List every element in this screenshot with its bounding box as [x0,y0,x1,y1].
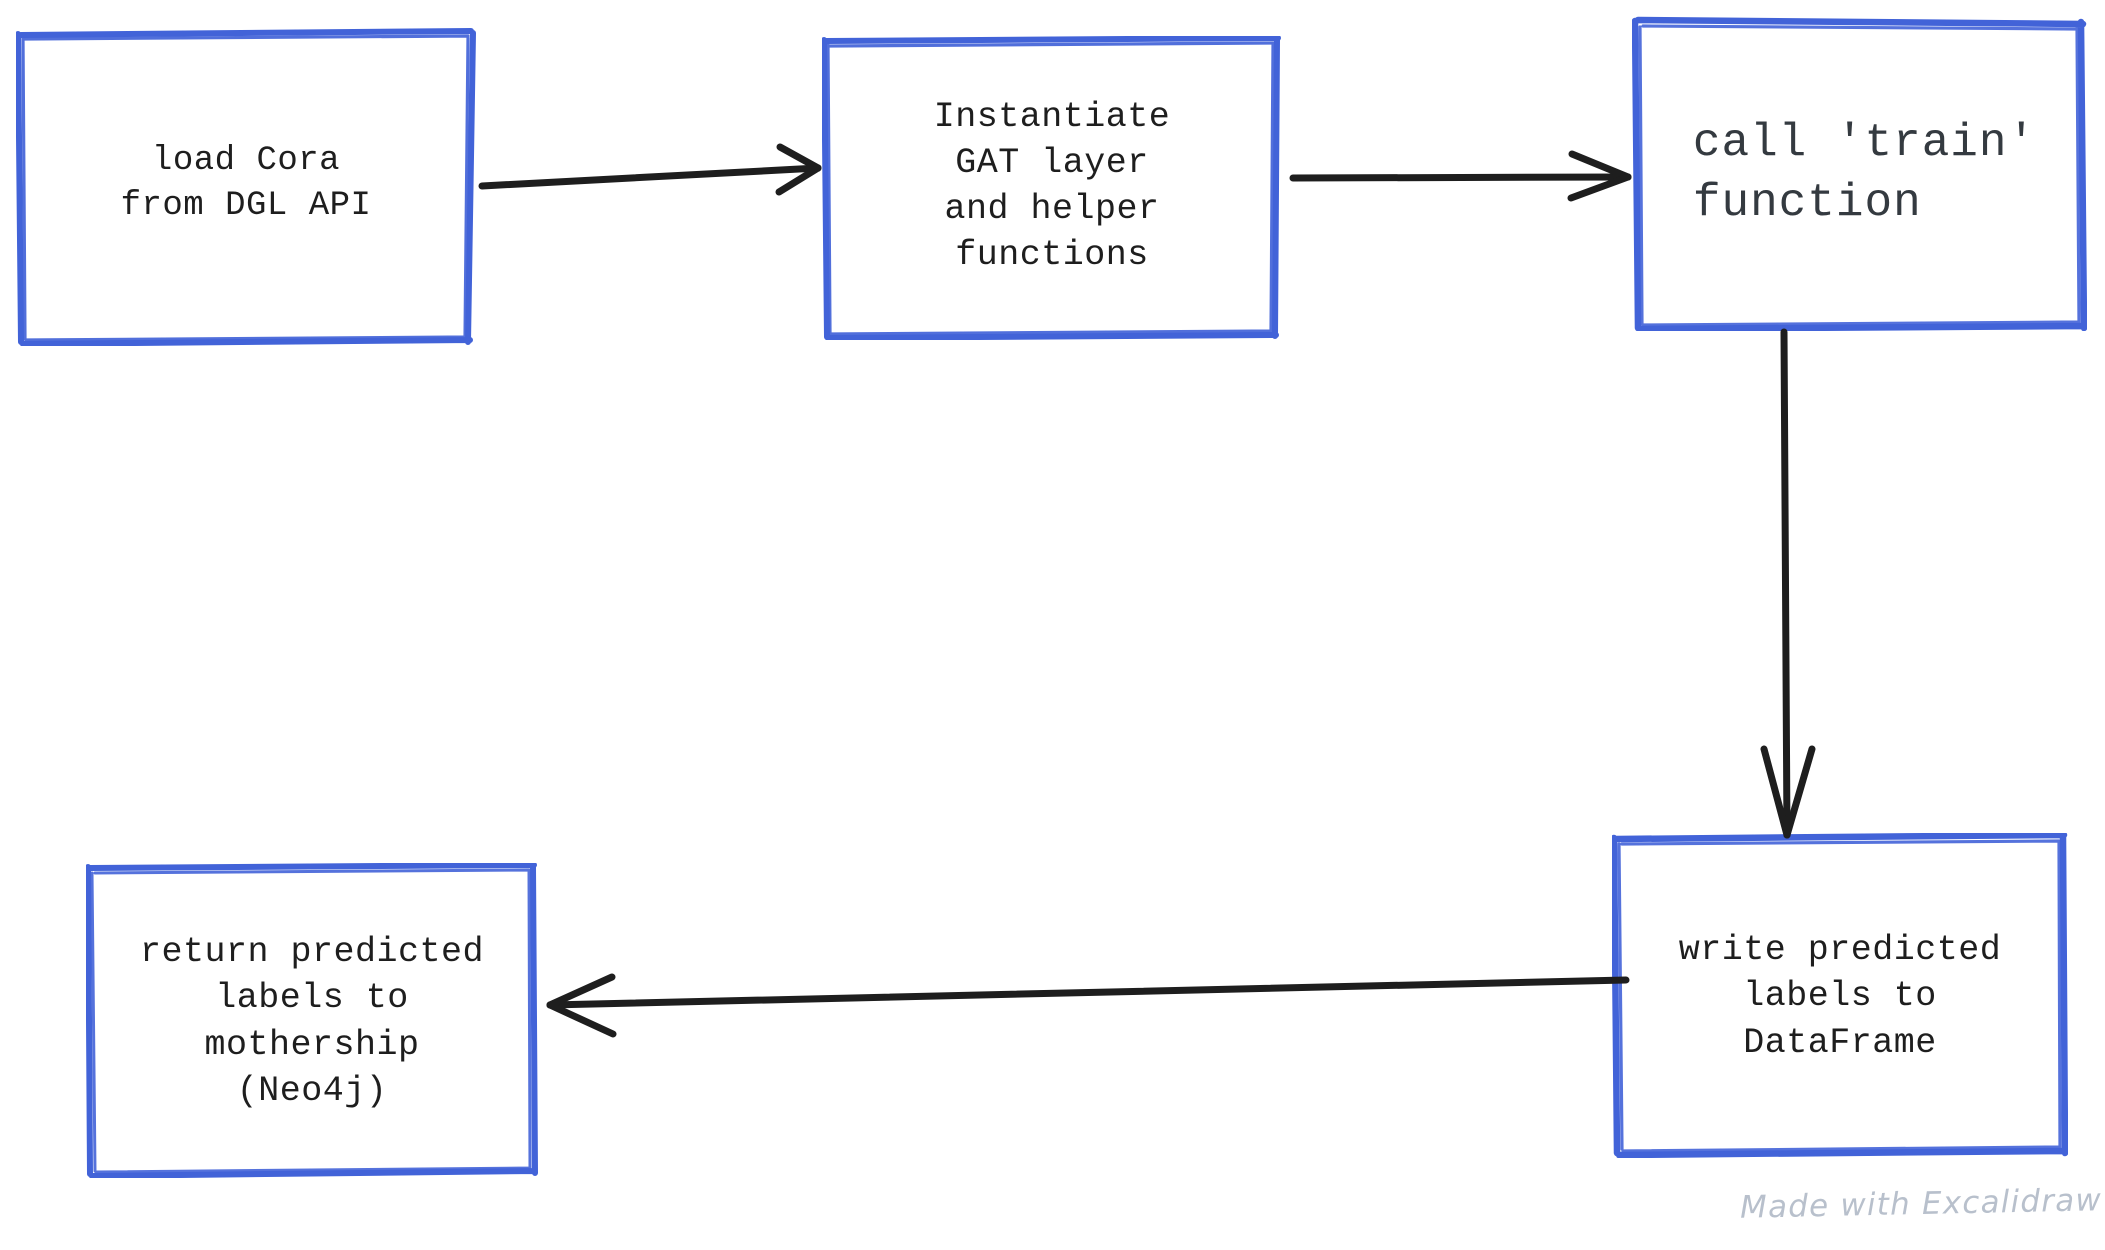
node-label: return predicted labels to mothership (N… [139,932,485,1111]
arrow-call-train-to-write-dataframe [1760,328,1816,839]
node-call-train[interactable]: call 'train' function [1632,16,2087,331]
excalidraw-watermark: Made with Excalidraw [1739,1182,2103,1226]
node-instantiate-gat[interactable]: Instantiate GAT layer and helper functio… [822,36,1282,340]
arrow-load-cora-to-instantiate-gat [478,143,822,196]
node-label: Instantiate GAT layer and helper functio… [933,96,1171,276]
arrow-instantiate-gat-to-call-train [1289,150,1632,202]
node-load-cora[interactable]: load Cora from DGL API [16,28,476,346]
arrow-write-dataframe-to-return-labels [546,973,1630,1038]
node-return-labels[interactable]: return predicted labels to mothership (N… [86,863,538,1178]
node-label: load Cora from DGL API [120,142,372,225]
node-write-dataframe[interactable]: write predicted labels to DataFrame [1612,833,2068,1158]
node-label: write predicted labels to DataFrame [1678,930,2002,1063]
node-label: call 'train' function [1692,116,2037,229]
